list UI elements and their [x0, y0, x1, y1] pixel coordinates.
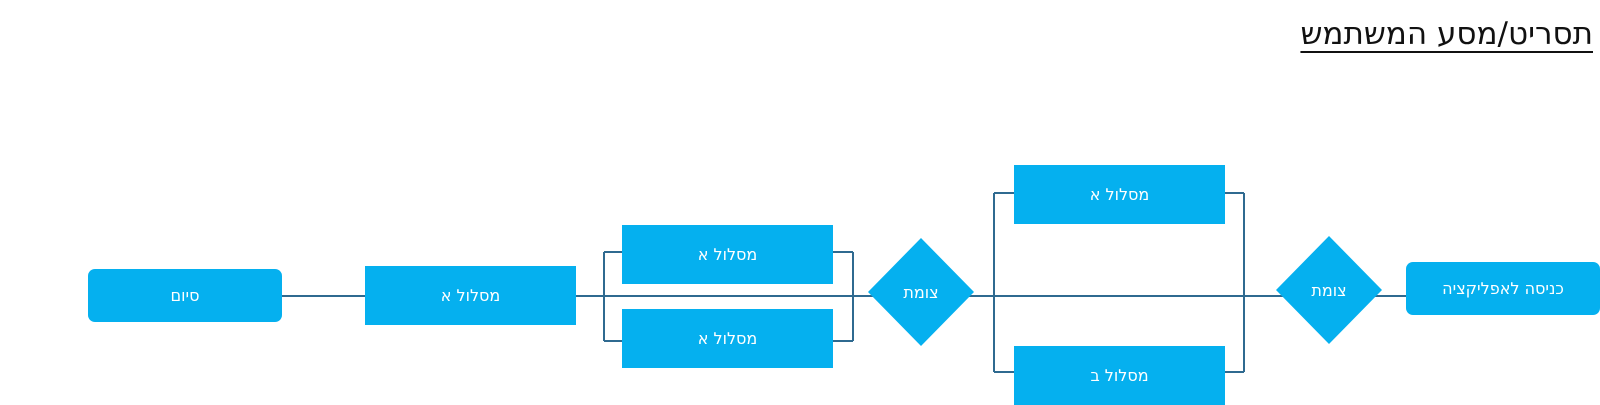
upper-path-a-label: מסלול א [1089, 185, 1150, 204]
lower-path-a-2-label: מסלול א [697, 329, 758, 348]
lower-path-b-node: מסלול ב [1014, 346, 1225, 405]
end-node: סיום [88, 269, 282, 322]
upper-path-a-2-node: מסלול א [622, 225, 833, 284]
diamond-shape [1276, 236, 1382, 344]
page-title: תסריט/מסע המשתמש [1300, 16, 1593, 52]
merged-path-a-label: מסלול א [440, 286, 501, 305]
lower-path-b-label: מסלול ב [1090, 366, 1149, 385]
lower-path-a-2-node: מסלול א [622, 309, 833, 368]
end-node-label: סיום [170, 286, 200, 305]
decision-node-1: צומת [1276, 236, 1382, 344]
decision-node-1-label: צומת [1311, 280, 1347, 300]
upper-path-a-2-label: מסלול א [697, 245, 758, 264]
decision-node-2: צומת [868, 238, 974, 346]
start-node-label: כניסה לאפליקציה [1442, 279, 1564, 298]
decision-node-2-label: צומת [903, 282, 939, 302]
merged-path-a-node: מסלול א [365, 266, 576, 325]
start-node: כניסה לאפליקציה [1406, 262, 1600, 315]
upper-path-a-node: מסלול א [1014, 165, 1225, 224]
diamond-shape [868, 238, 974, 346]
